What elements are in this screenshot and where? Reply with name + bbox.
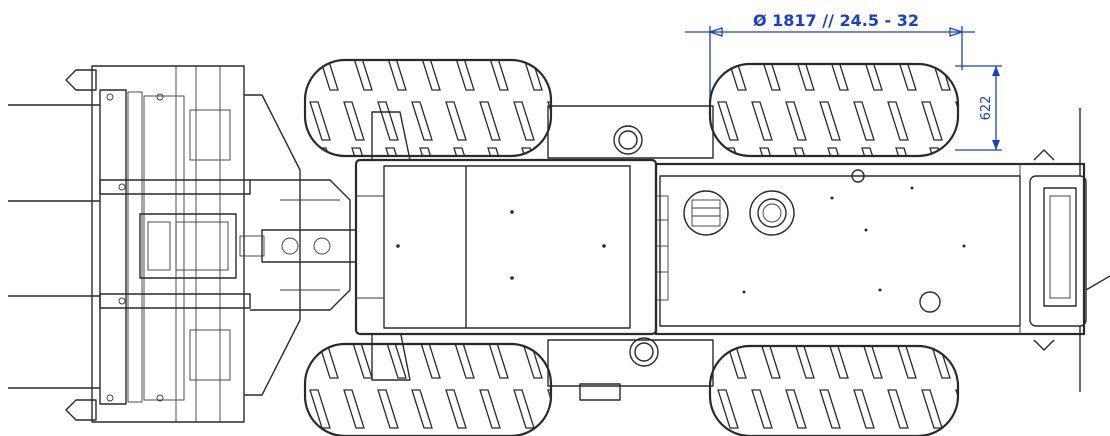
tire-rear-bottom: [303, 342, 553, 436]
tire-width-label: 622: [979, 96, 994, 121]
tire-rear-top: [303, 58, 553, 158]
loader-arm: [239, 94, 359, 396]
diameter-dimension: Ø 1817 // 24.5 - 32: [685, 11, 975, 110]
tire-front-bottom: [708, 344, 960, 436]
axle-housings: [371, 105, 714, 401]
rear-counterweight: [1079, 108, 1110, 392]
engine-body: [654, 149, 1087, 351]
fork-attachment: [8, 65, 251, 423]
wheel-diameter-label: Ø 1817 // 24.5 - 32: [753, 11, 919, 30]
tire-front-top: [708, 62, 960, 158]
operator-cab: [354, 158, 658, 336]
tire-width-dimension: 622: [955, 65, 1002, 151]
